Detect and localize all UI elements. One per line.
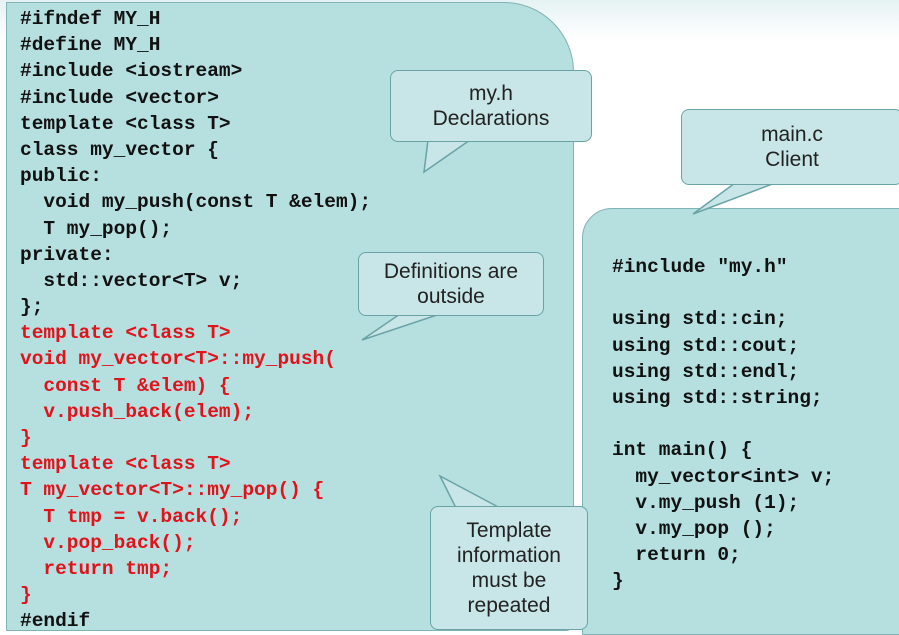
header-code-line: class my_vector {	[20, 138, 219, 161]
header-code-line: const T &elem) {	[20, 374, 231, 397]
client-code-line: }	[612, 570, 624, 593]
client-code-line: using std::cout;	[612, 334, 800, 357]
client-file-panel	[582, 208, 899, 635]
definitions-callout-line1: Definitions are	[383, 260, 519, 283]
header-code-line: template <class T>	[20, 112, 231, 135]
header-code-line: template <class T>	[20, 322, 231, 345]
client-code-line: #include "my.h"	[612, 256, 788, 278]
header-code-line: #include <vector>	[20, 86, 219, 109]
header-code-line: T my_pop();	[20, 217, 173, 240]
header-code-line: #include <iostream>	[20, 60, 243, 83]
header-code-line: std::vector<T> v;	[20, 269, 243, 292]
header-code-line: #endif	[20, 610, 91, 633]
header-code-line: T tmp = v.back();	[20, 505, 243, 528]
header-code-block: #ifndef MY_H #define MY_H #include <iostre…	[20, 6, 371, 635]
header-code-line: void my_push(const T &elem);	[20, 191, 372, 214]
mainc-callout-tail	[692, 182, 776, 215]
template-callout-line1: Template	[466, 519, 552, 542]
client-code-line: my_vector<int> v;	[612, 465, 835, 488]
definitions-callout-line2: outside	[417, 285, 485, 308]
template-callout-line4: repeated	[467, 594, 551, 617]
header-code-line: public:	[20, 165, 102, 188]
mainc-client-callout: main.c Client	[681, 109, 899, 185]
mainc-callout-line2: Client	[765, 148, 819, 171]
template-repeated-callout: Template information must be repeated	[430, 506, 588, 630]
header-code-line: v.pop_back();	[20, 531, 196, 554]
header-code-line: #ifndef MY_H	[20, 8, 161, 30]
template-callout-tail	[438, 474, 501, 509]
myh-callout-line2: Declarations	[432, 107, 550, 130]
header-code-line: }	[20, 584, 32, 607]
template-callout-line3: must be	[471, 569, 547, 592]
header-code-line: };	[20, 296, 44, 319]
client-code-block: #include "my.h"using std::cin;using std:…	[612, 254, 834, 594]
client-code-line: return 0;	[612, 544, 741, 567]
myh-declarations-callout: my.h Declarations	[390, 70, 592, 142]
definitions-outside-callout: Definitions are outside	[358, 252, 544, 316]
header-code-line: return tmp;	[20, 557, 173, 580]
client-code-line: using std::cin;	[612, 308, 788, 331]
client-code-line: using std::endl;	[612, 360, 800, 383]
client-code-line: v.my_pop ();	[612, 517, 776, 540]
header-code-line: void my_vector<T>::my_push(	[20, 348, 336, 371]
header-code-line: T my_vector<T>::my_pop() {	[20, 479, 325, 502]
client-code-line: using std::string;	[612, 386, 823, 409]
header-code-line: }	[20, 427, 32, 449]
myh-callout-line1: my.h	[469, 82, 513, 105]
header-code-line: private:	[20, 243, 114, 266]
definitions-callout-tail	[361, 313, 441, 341]
header-code-line: template <class T>	[20, 453, 231, 476]
myh-callout-tail	[423, 139, 473, 174]
header-code-line: v.push_back(elem);	[20, 400, 255, 423]
client-code-line: v.my_push (1);	[612, 491, 800, 514]
mainc-callout-line1: main.c	[761, 123, 823, 146]
header-code-line: #define MY_H	[20, 34, 161, 57]
template-callout-line2: information	[457, 544, 561, 567]
client-code-line: int main() {	[612, 439, 753, 462]
